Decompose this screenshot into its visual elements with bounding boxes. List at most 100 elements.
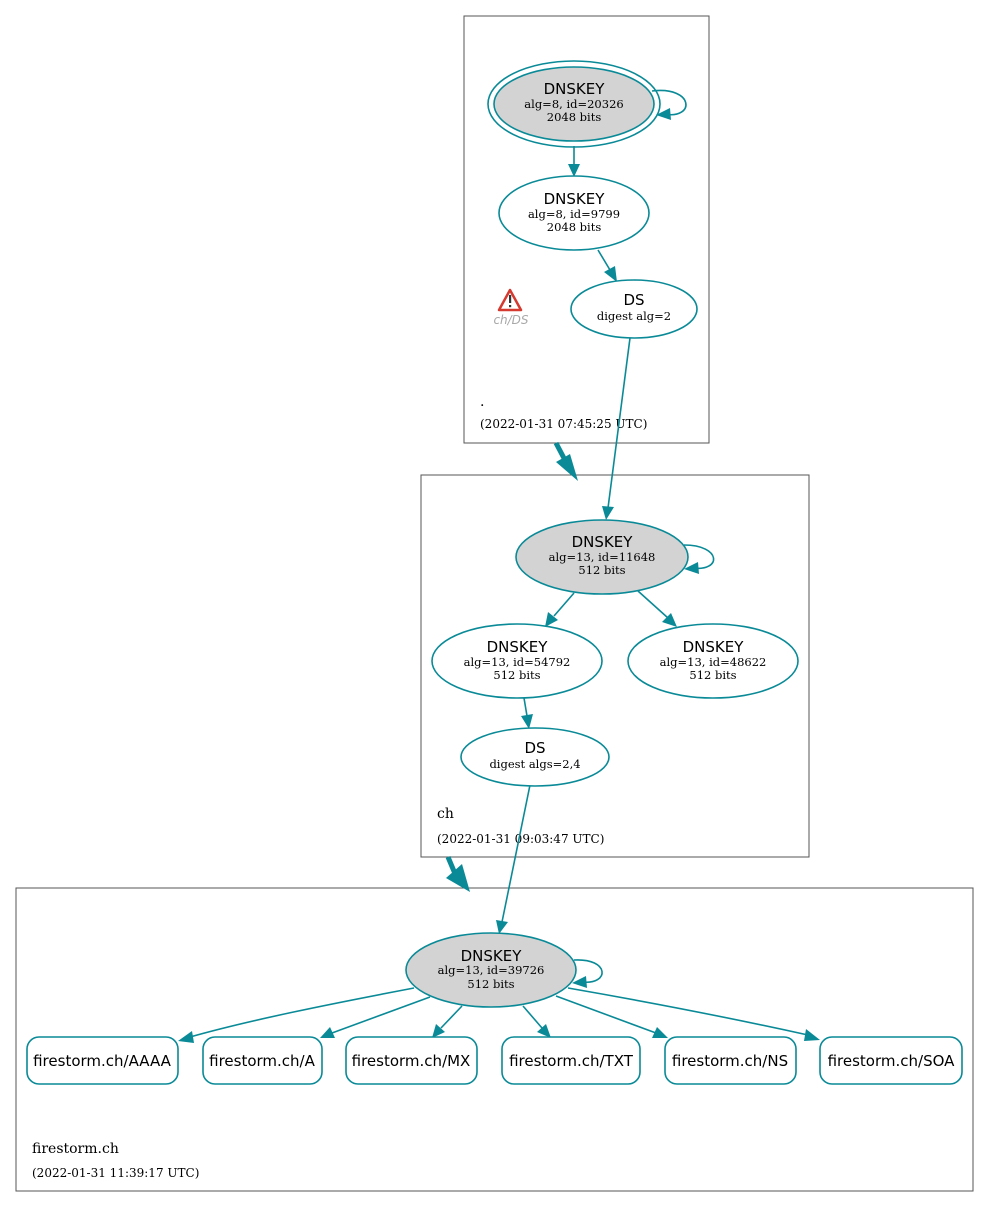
zone-root-timestamp: (2022-01-31 07:45:25 UTC): [480, 417, 647, 431]
edge-fs-ns: [555, 995, 657, 1034]
arrowhead: [604, 266, 617, 282]
node-key-info: alg=13, id=11648: [549, 550, 656, 564]
node-shape: [570, 279, 698, 339]
node-key-info: alg=8, id=9799: [528, 207, 620, 221]
node-key-size: 512 bits: [578, 563, 625, 577]
rrset-box: [819, 1036, 963, 1085]
edge-ch-ksk-zsk2: [637, 590, 669, 619]
node-title: DS: [524, 739, 545, 757]
node-key-size: 512 bits: [689, 668, 736, 682]
node-key-size: 2048 bits: [547, 110, 602, 124]
node-outer-ring: [487, 60, 661, 148]
node-ch-ksk[interactable]: DNSKEY alg=13, id=11648 512 bits: [515, 519, 689, 595]
rrset-box: [345, 1036, 478, 1085]
node-digest-info: digest alg=2: [597, 309, 671, 323]
rrset-mx[interactable]: firestorm.ch/MX: [345, 1036, 478, 1085]
edge-root-ksk-self: [651, 89, 687, 116]
node-key-size: 2048 bits: [547, 220, 602, 234]
rrset-label: firestorm.ch/AAAA: [33, 1052, 172, 1070]
node-title: DNSKEY: [683, 638, 745, 656]
rrset-a[interactable]: firestorm.ch/A: [202, 1036, 323, 1085]
edge-fs-aaaa: [189, 987, 415, 1038]
node-shape: [431, 623, 603, 699]
node-root-zsk[interactable]: DNSKEY alg=8, id=9799 2048 bits: [498, 175, 650, 251]
rrset-box: [664, 1036, 797, 1085]
node-key-size: 512 bits: [493, 668, 540, 682]
zone-ch-timestamp: (2022-01-31 09:03:47 UTC): [437, 832, 604, 846]
node-shape: [460, 727, 610, 787]
node-ch-ds[interactable]: DS digest algs=2,4: [460, 727, 610, 787]
node-root-ksk[interactable]: DNSKEY alg=8, id=20326 2048 bits: [487, 60, 661, 148]
node-title: DNSKEY: [487, 638, 549, 656]
node-key-info: alg=13, id=48622: [660, 655, 767, 669]
node-ch-zsk2[interactable]: DNSKEY alg=13, id=48622 512 bits: [627, 623, 799, 699]
arrowhead: [178, 1031, 194, 1043]
node-firestorm-key[interactable]: DNSKEY alg=13, id=39726 512 bits: [405, 932, 577, 1008]
arrowhead: [568, 164, 580, 177]
edge-root-zsk-ds: [597, 249, 611, 271]
warning-ch-ds[interactable]: ch/DS: [493, 288, 529, 327]
node-title: DNSKEY: [461, 947, 523, 965]
arrowhead: [804, 1029, 820, 1041]
node-shape: [515, 519, 689, 595]
arrowhead: [521, 714, 533, 729]
rrset-ns[interactable]: firestorm.ch/NS: [664, 1036, 797, 1085]
node-key-info: alg=8, id=20326: [524, 97, 623, 111]
warning-label: ch/DS: [493, 313, 528, 327]
node-shape: [405, 932, 577, 1008]
rrset-label: firestorm.ch/TXT: [509, 1052, 634, 1070]
arrowhead: [496, 920, 508, 934]
arrowhead: [545, 612, 558, 627]
node-shape: [498, 175, 650, 251]
edge-ch-ksk-zsk1: [553, 592, 575, 617]
zone-root-name: .: [480, 394, 484, 410]
delegation-arrow-root-ch: [553, 441, 578, 481]
node-key-size: 512 bits: [467, 977, 514, 991]
edge-ch-ds-fs-key: [501, 784, 531, 923]
rrset-box: [501, 1036, 641, 1085]
arrowhead: [320, 1027, 335, 1038]
node-digest-info: digest algs=2,4: [489, 757, 580, 771]
node-title: DNSKEY: [572, 533, 634, 551]
zone-firestorm-name: firestorm.ch: [32, 1141, 119, 1157]
edge-fs-txt: [522, 1005, 543, 1029]
rrset-soa[interactable]: firestorm.ch/SOA: [819, 1036, 963, 1085]
edge-ch-zsk1-ds: [523, 697, 528, 717]
node-title: DNSKEY: [544, 190, 606, 208]
arrowhead: [662, 613, 677, 627]
arrowhead: [602, 506, 614, 520]
node-title: DNSKEY: [544, 80, 606, 98]
rrset-label: firestorm.ch/MX: [352, 1052, 471, 1070]
arrowhead: [684, 562, 699, 574]
node-key-info: alg=13, id=39726: [438, 963, 545, 977]
node-root-ds[interactable]: DS digest alg=2: [570, 279, 698, 339]
edge-root-ds-ch-ksk: [607, 337, 631, 509]
rrset-label: firestorm.ch/A: [209, 1052, 315, 1070]
arrowhead: [432, 1024, 445, 1038]
rrset-aaaa[interactable]: firestorm.ch/AAAA: [26, 1036, 179, 1085]
arrowhead: [656, 108, 671, 120]
arrowhead: [652, 1027, 668, 1038]
rrset-txt[interactable]: firestorm.ch/TXT: [501, 1036, 641, 1085]
edge-ch-ksk-self: [683, 544, 715, 570]
edge-fs-key-self: [573, 959, 603, 983]
zone-firestorm-timestamp: (2022-01-31 11:39:17 UTC): [32, 1166, 199, 1180]
delegation-arrow-ch-firestorm: [445, 856, 470, 892]
edge-fs-mx: [440, 1005, 463, 1029]
node-ch-zsk1[interactable]: DNSKEY alg=13, id=54792 512 bits: [431, 623, 603, 699]
arrowhead: [537, 1024, 551, 1038]
rrset-label: firestorm.ch/NS: [672, 1052, 788, 1070]
warning-triangle-icon: [497, 288, 523, 312]
rrset-box: [26, 1036, 179, 1085]
rrset-label: firestorm.ch/SOA: [828, 1052, 956, 1070]
node-shape: [627, 623, 799, 699]
edge-fs-a: [331, 996, 431, 1034]
rrset-box: [202, 1036, 323, 1085]
node-shape: [493, 66, 655, 142]
edge-fs-soa: [567, 987, 809, 1036]
node-key-info: alg=13, id=54792: [464, 655, 571, 669]
arrowhead: [572, 976, 587, 988]
node-title: DS: [623, 291, 644, 309]
zone-ch-name: ch: [437, 806, 454, 822]
